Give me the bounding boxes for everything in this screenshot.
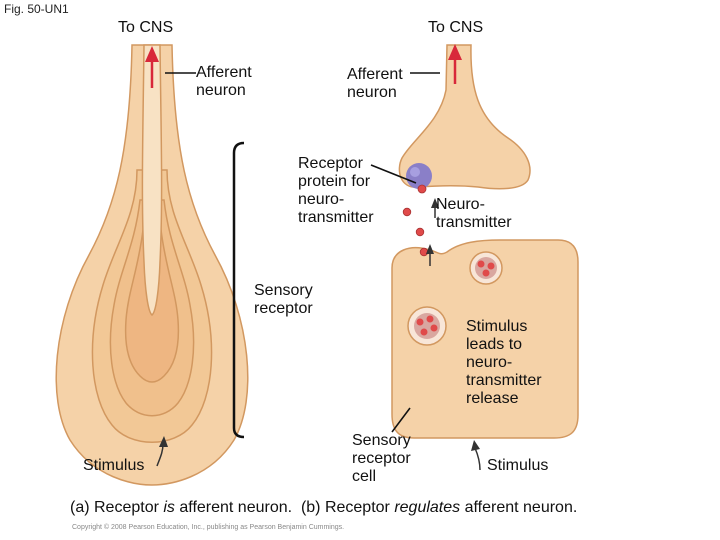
sensory-receptor-cell-label: Sensory receptor cell bbox=[352, 432, 411, 485]
arrow-up-icon-right bbox=[448, 44, 462, 84]
stimulus-release-label: Stimulus leads to neuro- transmitter rel… bbox=[466, 318, 542, 407]
caption-b-suffix: afferent neuron. bbox=[460, 499, 578, 516]
leader-sensory-cell bbox=[391, 407, 411, 433]
axon-core bbox=[141, 44, 163, 316]
to-cns-label-right: To CNS bbox=[428, 19, 484, 36]
figure-caption: (a) Receptor is afferent neuron. (b) Rec… bbox=[70, 499, 577, 517]
caption-b-emphasis: regulates bbox=[394, 499, 461, 516]
caption-a-prefix: (a) Receptor bbox=[70, 499, 164, 516]
afferent-neuron-label-right: Afferent neuron bbox=[347, 66, 403, 101]
vesicle-middle bbox=[407, 306, 447, 346]
stimulus-label-left: Stimulus bbox=[83, 457, 145, 474]
stimulus-label-right: Stimulus bbox=[487, 457, 549, 474]
copyright-line: Copyright © 2008 Pearson Education, Inc.… bbox=[72, 524, 345, 531]
neurotransmitter-label: Neuro- transmitter bbox=[436, 196, 512, 231]
caption-a-suffix: afferent neuron. bbox=[174, 499, 293, 516]
neurotransmitter-arrow-icon bbox=[431, 198, 439, 218]
neurotransmitter-molecules bbox=[402, 207, 429, 257]
figure-id: Fig. 50-UN1 bbox=[4, 2, 69, 16]
release-arrow-icon bbox=[426, 244, 434, 266]
afferent-terminal bbox=[398, 44, 531, 190]
arrow-up-icon-left bbox=[145, 46, 159, 88]
afferent-neuron-a bbox=[55, 44, 249, 486]
sensory-receptor-label: Sensory receptor bbox=[254, 282, 313, 317]
arrow-stimulus-right bbox=[474, 447, 481, 471]
caption-b-prefix: (b) Receptor bbox=[292, 499, 395, 516]
caption-a-emphasis: is bbox=[163, 499, 175, 516]
receptor-protein-label: Receptor protein for neuro- transmitter bbox=[298, 155, 374, 226]
bracket bbox=[232, 141, 245, 439]
afferent-neuron-b bbox=[398, 44, 531, 190]
afferent-neuron-label-left: Afferent neuron bbox=[196, 64, 252, 99]
to-cns-label-left: To CNS bbox=[118, 19, 174, 36]
leader-receptor-protein bbox=[370, 164, 417, 184]
vesicle-top bbox=[469, 251, 503, 285]
receptor-protein bbox=[406, 163, 432, 194]
